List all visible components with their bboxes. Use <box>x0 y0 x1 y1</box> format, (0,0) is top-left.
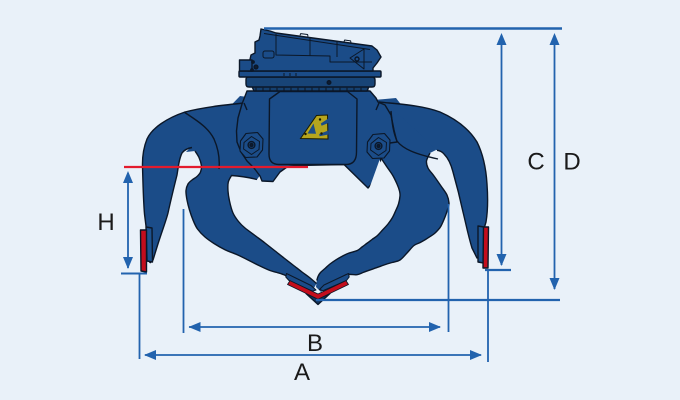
svg-text:B: B <box>307 330 323 357</box>
svg-text:C: C <box>527 149 544 176</box>
svg-text:A: A <box>294 359 310 386</box>
svg-text:H: H <box>97 209 114 236</box>
svg-text:D: D <box>563 149 580 176</box>
